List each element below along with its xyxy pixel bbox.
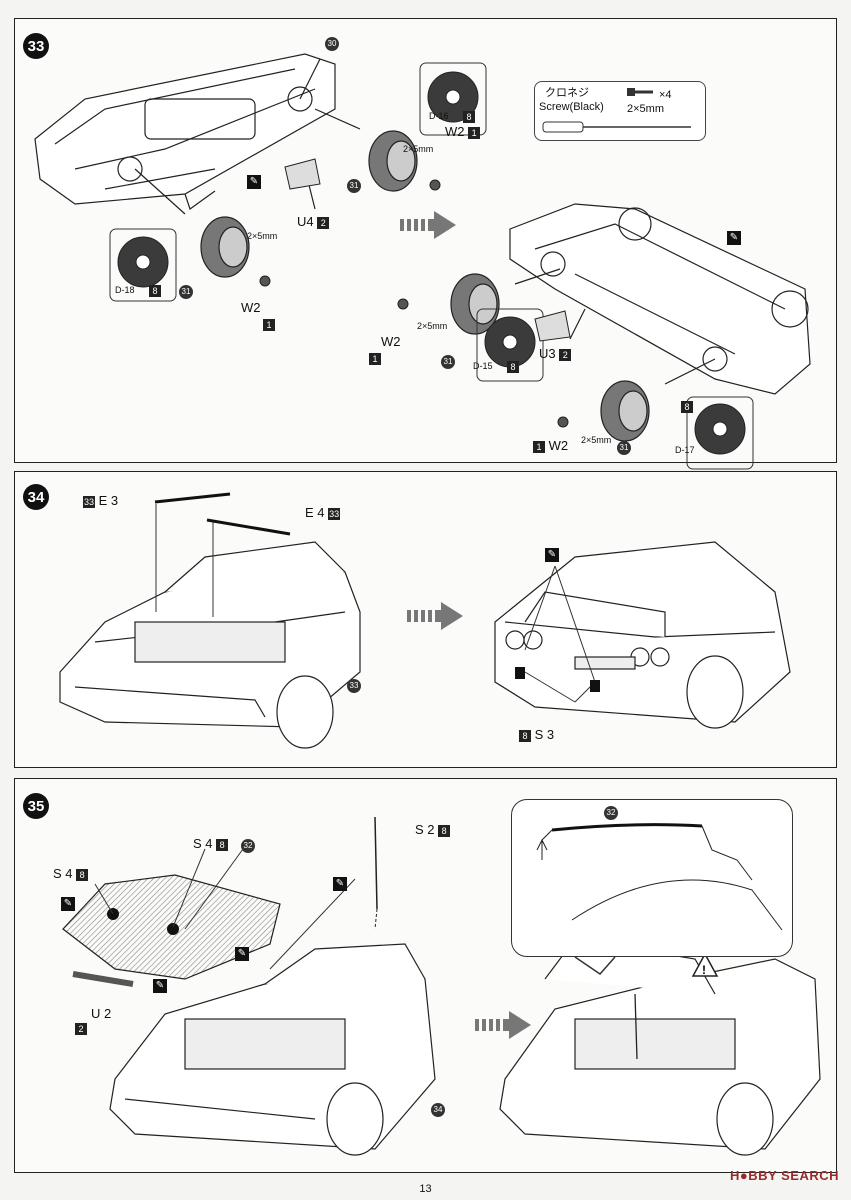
s2-label: S 2 8: [415, 823, 451, 837]
part-31b: 31: [179, 283, 193, 299]
hood-prop-callout: 32: [511, 799, 793, 957]
d17-label: 8: [681, 399, 693, 413]
d17-text: D-17: [675, 445, 695, 455]
part-34-label: 34: [431, 1101, 445, 1117]
u2-label: U 2: [91, 1006, 112, 1021]
screw-qty: ×4: [659, 89, 672, 101]
screw-jp-label: クロネジ: [545, 87, 589, 99]
svg-text:!: !: [702, 963, 706, 977]
w2-left-num: 1: [263, 317, 275, 331]
page-number: 13: [419, 1183, 432, 1195]
step-35-badge: 35: [23, 793, 49, 819]
part-32a-label: 32: [241, 837, 255, 853]
u4-label: U4 2: [297, 215, 330, 229]
part-31a: 31: [347, 177, 361, 193]
car-underside-illustration: [34, 53, 811, 470]
w2-bot-label: 1 W2: [533, 439, 568, 453]
u3-label: U3 2: [539, 347, 572, 361]
screwdriver-icon: [542, 121, 691, 133]
e3-label: 33 E 3: [83, 493, 119, 508]
part-33-label: 33: [347, 677, 361, 693]
d15-label: D-15 8: [473, 359, 520, 373]
car-front-illustration: [59, 492, 791, 749]
u2-num: 2: [75, 1021, 87, 1035]
screw-en-label: Screw(Black): [539, 101, 604, 113]
dim-b: 2×5mm: [247, 231, 278, 241]
paint-icon: ✎: [235, 947, 249, 961]
part-32b-label: 32: [604, 804, 618, 820]
direction-arrow-icon: [475, 1011, 531, 1039]
s4a-label: S 4 8: [193, 837, 229, 851]
dim-d: 2×5mm: [581, 435, 612, 445]
direction-arrow-icon: [400, 211, 456, 239]
w2-left-label: W2: [241, 300, 261, 315]
part-31c: 31: [441, 353, 455, 369]
prop-rod-detail: [536, 823, 783, 931]
watermark-logo: H●BBY SEARCH: [730, 1168, 839, 1183]
w2-mid-label: W2: [381, 334, 401, 349]
paint-icon: ✎: [61, 897, 75, 911]
s4b-label: S 4 8: [53, 867, 89, 881]
paint-icon: ✎: [727, 231, 741, 245]
w2-mid-num: 1: [369, 351, 381, 365]
e4-label: E 4 33: [305, 505, 341, 520]
step-34-badge: 34: [23, 484, 49, 510]
screw-info-box: クロネジ Screw(Black) ×4 2×5mm: [534, 81, 706, 141]
step-34-panel: 34: [14, 471, 837, 768]
part-31d: 31: [617, 439, 631, 455]
d18-label: D-18 8: [115, 283, 162, 297]
step-35-panel: 35 !: [14, 778, 837, 1173]
screw-icon: [627, 88, 653, 96]
paint-icon: ✎: [333, 877, 347, 891]
step-33-badge: 33: [23, 33, 49, 59]
direction-arrow-icon: [407, 602, 463, 630]
dim-c: 2×5mm: [417, 321, 448, 331]
paint-icon: ✎: [247, 175, 261, 189]
dim-a: 2×5mm: [403, 144, 434, 154]
w2-top-label: W2 1: [445, 125, 481, 139]
s3-label: 8 S 3: [519, 728, 554, 742]
step-33-panel: 33: [14, 18, 837, 470]
paint-icon: ✎: [545, 548, 559, 562]
part-30-label: 30: [325, 35, 339, 51]
d16-label: D-16 8: [429, 109, 476, 123]
paint-icon: ✎: [153, 979, 167, 993]
screw-size: 2×5mm: [627, 103, 664, 115]
